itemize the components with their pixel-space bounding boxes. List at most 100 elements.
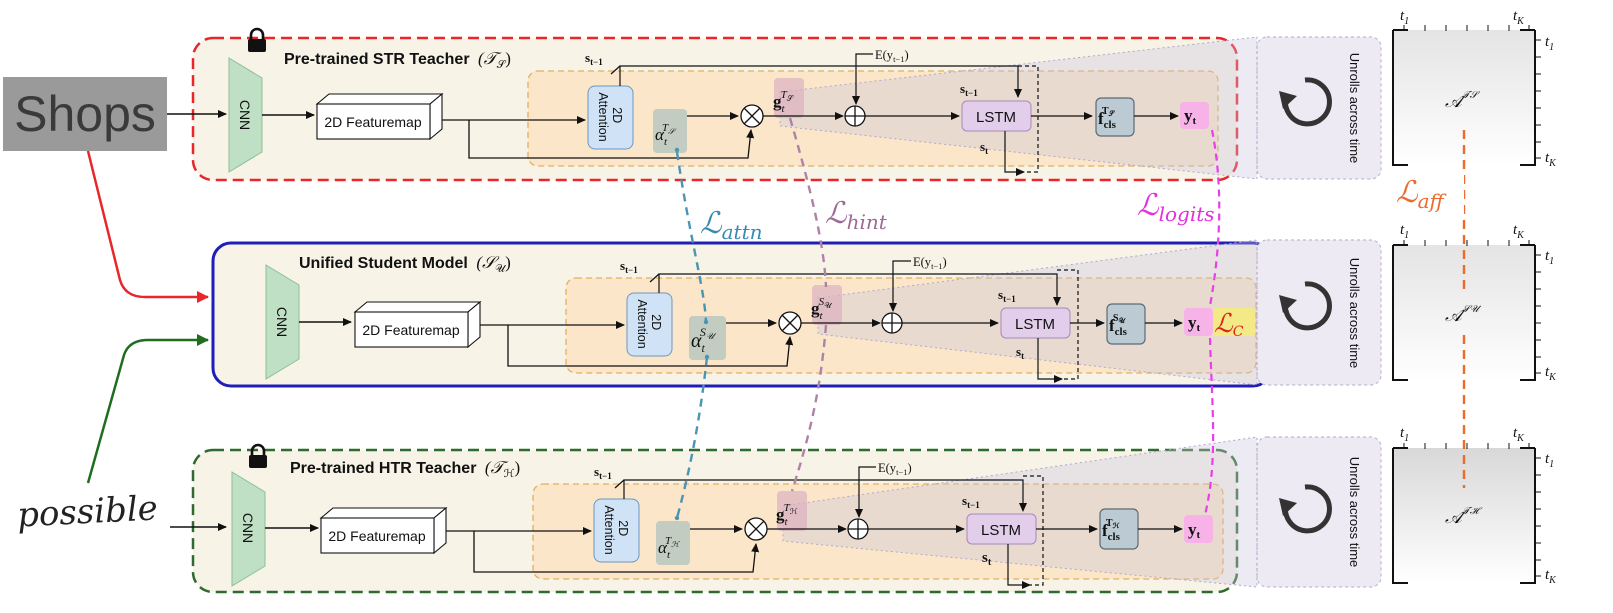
affinity-matrix-student: t1 tK t1 tK 𝒜𝒮𝒰: [1392, 222, 1557, 383]
htr-cnn-block: [231, 471, 266, 587]
htr-lock-icon: [247, 443, 269, 470]
svg-text:t1: t1: [1400, 222, 1409, 241]
svg-text:t1: t1: [1545, 451, 1554, 470]
htr-input-image: possible: [6, 455, 170, 555]
student-unroll-icon: [1282, 281, 1332, 331]
affinity-label-str: 𝒜𝒯𝒮: [1445, 90, 1481, 112]
str-to-student-arrow: [86, 150, 209, 303]
str-embed-label: E(yt−1): [875, 48, 909, 64]
htr-input-word: possible: [16, 488, 159, 535]
student-title: Unified Student Model (𝒮𝒰): [299, 253, 511, 275]
student-unroll-panel: [1256, 239, 1382, 386]
affinity-matrix-htr: t1 tK t1 tK 𝒜𝒯ℋ: [1392, 425, 1557, 586]
str-lock-icon: [246, 27, 268, 54]
attn-loss-curve: [675, 151, 709, 519]
loss-logits-label: ℒlogits: [1137, 188, 1215, 226]
svg-text:tK: tK: [1545, 364, 1557, 383]
student-s-prev-right: st−1: [998, 287, 1016, 304]
htr-alpha-box: [656, 521, 690, 565]
htr-multiply-op: [744, 517, 768, 541]
loss-hint-label: ℒhint: [825, 196, 888, 234]
htr-featuremap-label: 2D Featuremap: [328, 528, 425, 544]
loss-attn-label: ℒattn: [700, 206, 763, 244]
student-featuremap-block: 2D Featuremap: [353, 300, 482, 349]
str-y-block: [1180, 102, 1209, 129]
affinity-label-student: 𝒜𝒮𝒰: [1445, 304, 1482, 326]
logits-loss-curve: [1203, 129, 1221, 516]
htr-s-prev-top: st−1: [594, 464, 612, 481]
htr-cnn-label: CNN: [240, 513, 256, 543]
student-cnn-label: CNN: [274, 307, 290, 337]
str-cls-block: [1095, 97, 1135, 137]
svg-text:2D Attention: 2D Attention: [602, 505, 630, 554]
str-input-image: Shops: [3, 77, 167, 151]
htr-s-cur: st: [982, 550, 992, 568]
svg-text:2D Attention: 2D Attention: [635, 299, 663, 348]
svg-text:tK: tK: [1545, 150, 1557, 169]
student-y-block: [1184, 308, 1213, 336]
str-cls-label: fclsT𝒮: [1098, 106, 1117, 131]
svg-text:2D Attention: 2D Attention: [596, 92, 624, 141]
str-unroll-panel: [1256, 36, 1382, 180]
str-s-prev-right: st−1: [960, 81, 978, 98]
str-unroll-icon: [1282, 77, 1332, 127]
student-g-label: gtS𝒰: [811, 296, 833, 322]
str-alpha-label: αtT𝒮: [655, 122, 677, 148]
htr-teacher-title: Pre-trained HTR Teacher (𝒯ℋ): [290, 458, 520, 480]
str-s-cur: st: [980, 139, 988, 156]
student-y-label: yt: [1188, 313, 1201, 334]
student-cls-label: fclsS𝒰: [1109, 313, 1128, 338]
student-embed-label: E(yt−1): [913, 255, 947, 271]
str-lstm-label: LSTM: [976, 109, 1016, 126]
student-g-box: [812, 285, 842, 325]
htr-lstm-label: LSTM: [981, 522, 1021, 539]
str-cnn-label: CNN: [237, 100, 253, 130]
htr-unroll-icon: [1282, 484, 1332, 534]
student-row: CNN 2D Featuremap 2D Attention αtS𝒰 st−1: [265, 255, 1255, 383]
htr-y-label: yt: [1188, 520, 1201, 541]
str-attention-block: [587, 85, 634, 150]
htr-add-op: [847, 518, 869, 540]
htr-embed-label: E(yt−1): [878, 461, 912, 477]
htr-attention-block: [593, 498, 640, 563]
str-teacher-title: Pre-trained STR Teacher (𝒯𝒮): [284, 49, 511, 71]
str-y-label: yt: [1184, 106, 1197, 127]
htr-alpha-label: αtTℋ: [658, 535, 680, 561]
str-g-box: [774, 78, 804, 118]
affinity-label-htr: 𝒜𝒯ℋ: [1445, 506, 1483, 528]
student-unroll-group: Unrolls across time: [1279, 258, 1362, 368]
str-input-word: Shops: [14, 86, 156, 142]
loss-ce-label: ℒC: [1214, 309, 1244, 340]
str-alpha-box: [653, 109, 687, 153]
student-decoder-region: [565, 277, 1257, 374]
htr-g-box: [777, 491, 807, 531]
htr-to-student-arrow: [86, 334, 209, 484]
str-featuremap-block: 2D Featuremap: [315, 92, 444, 141]
str-add-op: [844, 105, 866, 127]
student-attention-block: [626, 292, 673, 357]
student-add-op: [881, 312, 903, 334]
svg-text:t1: t1: [1545, 248, 1554, 267]
str-s-prev-top: st−1: [585, 50, 603, 67]
svg-text:tK: tK: [1513, 8, 1525, 27]
student-lstm-label: LSTM: [1015, 316, 1055, 333]
htr-row: CNN 2D Featuremap 2D Attention αtTℋ st−1: [231, 461, 1213, 589]
affinity-matrix-str: t1 tK t1 tK 𝒜𝒯𝒮: [1392, 8, 1557, 169]
htr-unroll-label: Unrolls across time: [1347, 457, 1362, 568]
htr-unroll-panel: [1256, 436, 1382, 588]
student-cnn-block: [265, 264, 300, 380]
svg-text:tK: tK: [1545, 567, 1557, 586]
svg-text:t1: t1: [1545, 34, 1554, 53]
str-featuremap-label: 2D Featuremap: [324, 114, 421, 130]
student-s-prev-top: st−1: [620, 258, 638, 275]
str-g-label: gtT𝒮: [773, 89, 794, 115]
student-multiply-op: [778, 311, 802, 335]
hint-loss-curve: [788, 117, 828, 492]
student-featuremap-label: 2D Featuremap: [362, 322, 459, 338]
student-alpha-label: αtS𝒰: [691, 325, 717, 355]
str-decoder-region: [527, 70, 1219, 167]
svg-text:tK: tK: [1513, 425, 1525, 444]
htr-unroll-group: Unrolls across time: [1279, 457, 1362, 568]
htr-featuremap-block: 2D Featuremap: [319, 506, 448, 555]
